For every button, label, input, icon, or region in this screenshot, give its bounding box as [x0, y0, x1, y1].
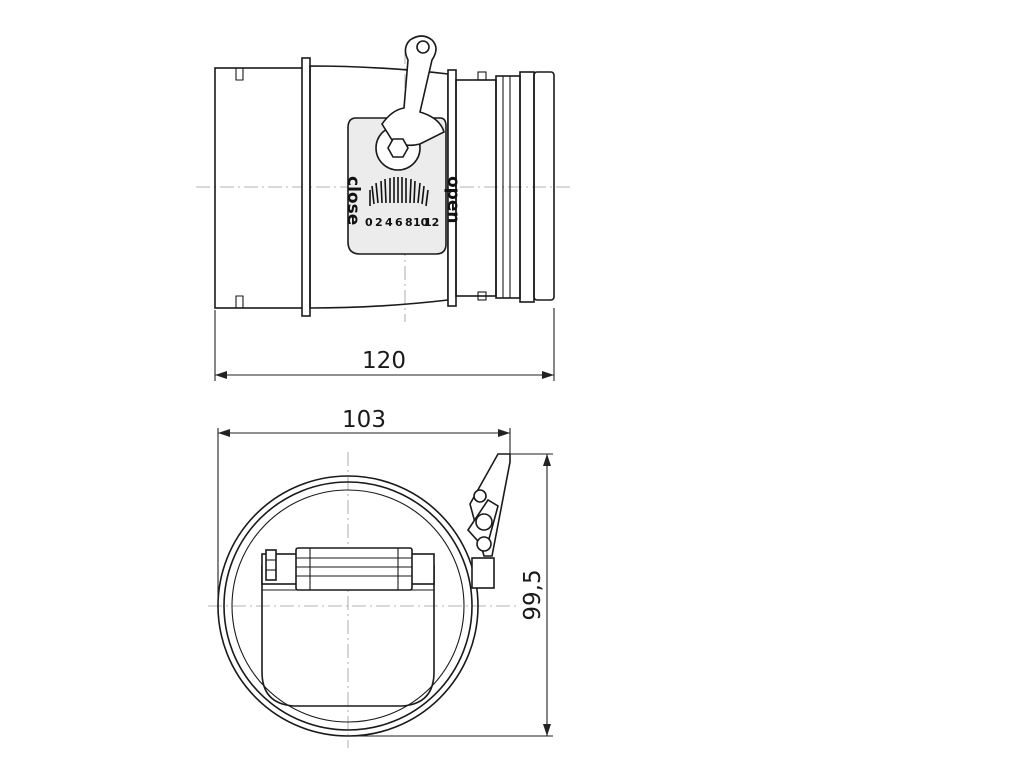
width-dimension: 103: [217, 407, 511, 606]
right-spigot-lug-bottom: [477, 291, 487, 301]
front-view: 103 99,5: [208, 407, 553, 748]
damper-blade: [261, 565, 435, 707]
damper-scale-ticks: [369, 177, 429, 207]
length-dimension-value: 120: [362, 348, 406, 374]
front-lever-assembly[interactable]: [466, 453, 511, 589]
lever-bolt: [475, 513, 493, 531]
shaft-hub: [295, 547, 413, 591]
damper-scale-plate: [347, 117, 447, 255]
damper-lever[interactable]: [381, 35, 445, 147]
height-dimension-value: 99,5: [520, 569, 546, 620]
scale-number: 2: [375, 216, 383, 229]
open-label: open: [443, 176, 463, 223]
duct-inner-wall: [231, 489, 465, 723]
hex-nut-icon: [387, 138, 409, 158]
lever-handle[interactable]: [381, 35, 445, 147]
close-label: close: [343, 176, 363, 225]
scale-number: 8: [405, 216, 413, 229]
lever-bolt: [473, 489, 487, 503]
height-dimension: 99,5: [348, 453, 553, 737]
width-dimension-value: 103: [342, 407, 386, 433]
scale-number: 0: [365, 216, 373, 229]
scale-number: 10: [413, 216, 429, 229]
lever-bolt: [476, 536, 492, 552]
left-spigot-notch-bottom: [235, 295, 244, 308]
right-spigot: [455, 71, 555, 303]
lever-bracket-base: [471, 557, 495, 589]
scale-number: 6: [395, 216, 403, 229]
scale-number: 4: [385, 216, 393, 229]
right-spigot-lug-top: [477, 71, 487, 81]
length-dimension: 120: [214, 308, 555, 381]
left-bearing-clip: [265, 549, 277, 581]
scale-number: 12: [424, 216, 439, 229]
lever-hole: [416, 40, 430, 54]
side-view: close open 0 2 4 6 8 10 12 120: [196, 35, 572, 381]
left-ring: [301, 57, 311, 317]
damper-shaft: [261, 547, 435, 591]
left-spigot-body: [214, 67, 306, 309]
right-spigot-end: [533, 71, 555, 301]
left-bearing: [265, 549, 277, 581]
left-spigot-notch-top: [235, 68, 244, 81]
left-spigot: [214, 67, 306, 309]
outer-rim-inner: [223, 481, 473, 731]
